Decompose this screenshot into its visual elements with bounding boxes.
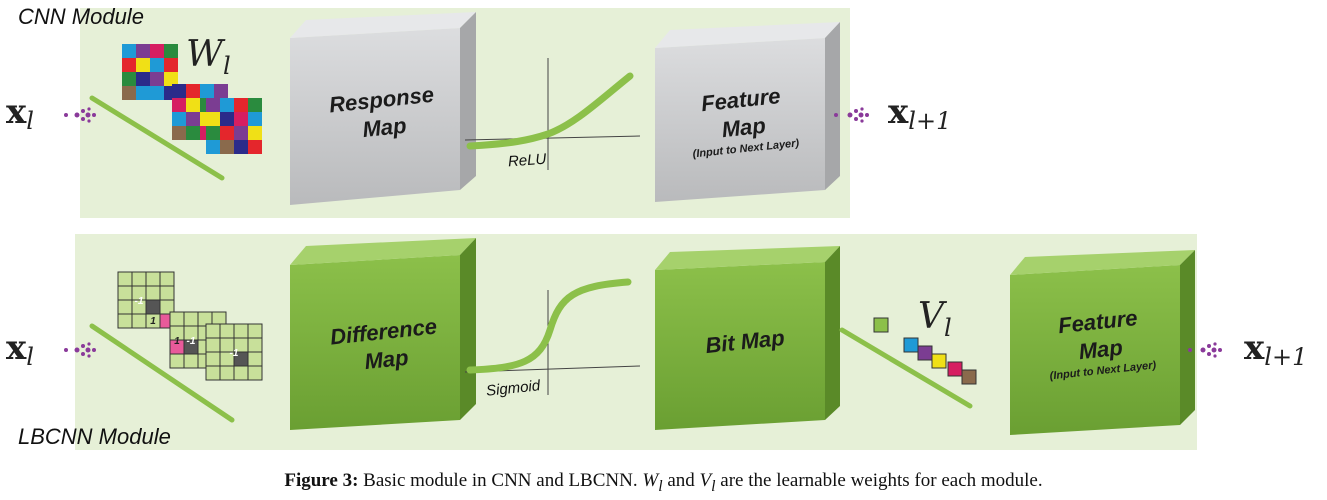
caption-w: Wl xyxy=(642,470,663,495)
caption-text-1: Basic module in CNN and LBCNN. xyxy=(363,470,638,491)
filter-value: -1 xyxy=(230,348,239,359)
sigmoid-plot xyxy=(464,278,641,395)
lbcnn-input-var: xl xyxy=(6,328,34,371)
caption-prefix: Figure 3: xyxy=(284,470,359,491)
caption-v: Vl xyxy=(699,470,716,495)
lbcnn-filter-3 xyxy=(205,323,263,381)
difference-map-box xyxy=(290,238,476,430)
filter-value: 1 xyxy=(174,336,180,347)
filter-value: -1 xyxy=(135,296,144,307)
cnn-feature-map-box xyxy=(655,22,840,202)
filter-value: 1 xyxy=(150,316,156,327)
cnn-module-label: CNN Module xyxy=(18,4,144,29)
lbcnn-output-var: xl+1 xyxy=(1244,328,1308,371)
cnn-filter-baseline xyxy=(89,95,225,181)
cnn-output-arrow xyxy=(834,107,869,123)
lbcnn-filter-1 xyxy=(117,271,175,329)
lbcnn-output-arrow xyxy=(1188,342,1222,358)
lbcnn-filter-baseline xyxy=(89,323,235,423)
cnn-output-var: xl+1 xyxy=(888,92,952,135)
relu-label: ReLU xyxy=(507,150,547,171)
cnn-input-var: xl xyxy=(6,92,34,135)
bit-map-box xyxy=(655,246,840,430)
lbcnn-feature-map-box xyxy=(1010,250,1195,435)
cnn-weight-symbol: Wl xyxy=(186,34,231,80)
caption-text-2: are the learnable weights for each modul… xyxy=(720,470,1043,491)
lbcnn-weight-baseline xyxy=(839,327,973,409)
caption-and: and xyxy=(667,470,695,491)
cnn-filter-1 xyxy=(122,44,178,100)
lbcnn-module-label: LBCNN Module xyxy=(18,424,171,449)
cnn-input-arrow xyxy=(64,107,96,123)
cnn-filter-3 xyxy=(206,98,262,154)
lbcnn-weight-squares xyxy=(873,317,977,385)
filter-value: -1 xyxy=(187,336,196,347)
figure-caption: Figure 3: Basic module in CNN and LBCNN.… xyxy=(0,470,1327,496)
lbcnn-weight-symbol: Vl xyxy=(918,296,952,342)
relu-plot xyxy=(464,58,641,170)
response-map-box xyxy=(290,12,476,205)
lbcnn-input-arrow xyxy=(64,342,96,358)
